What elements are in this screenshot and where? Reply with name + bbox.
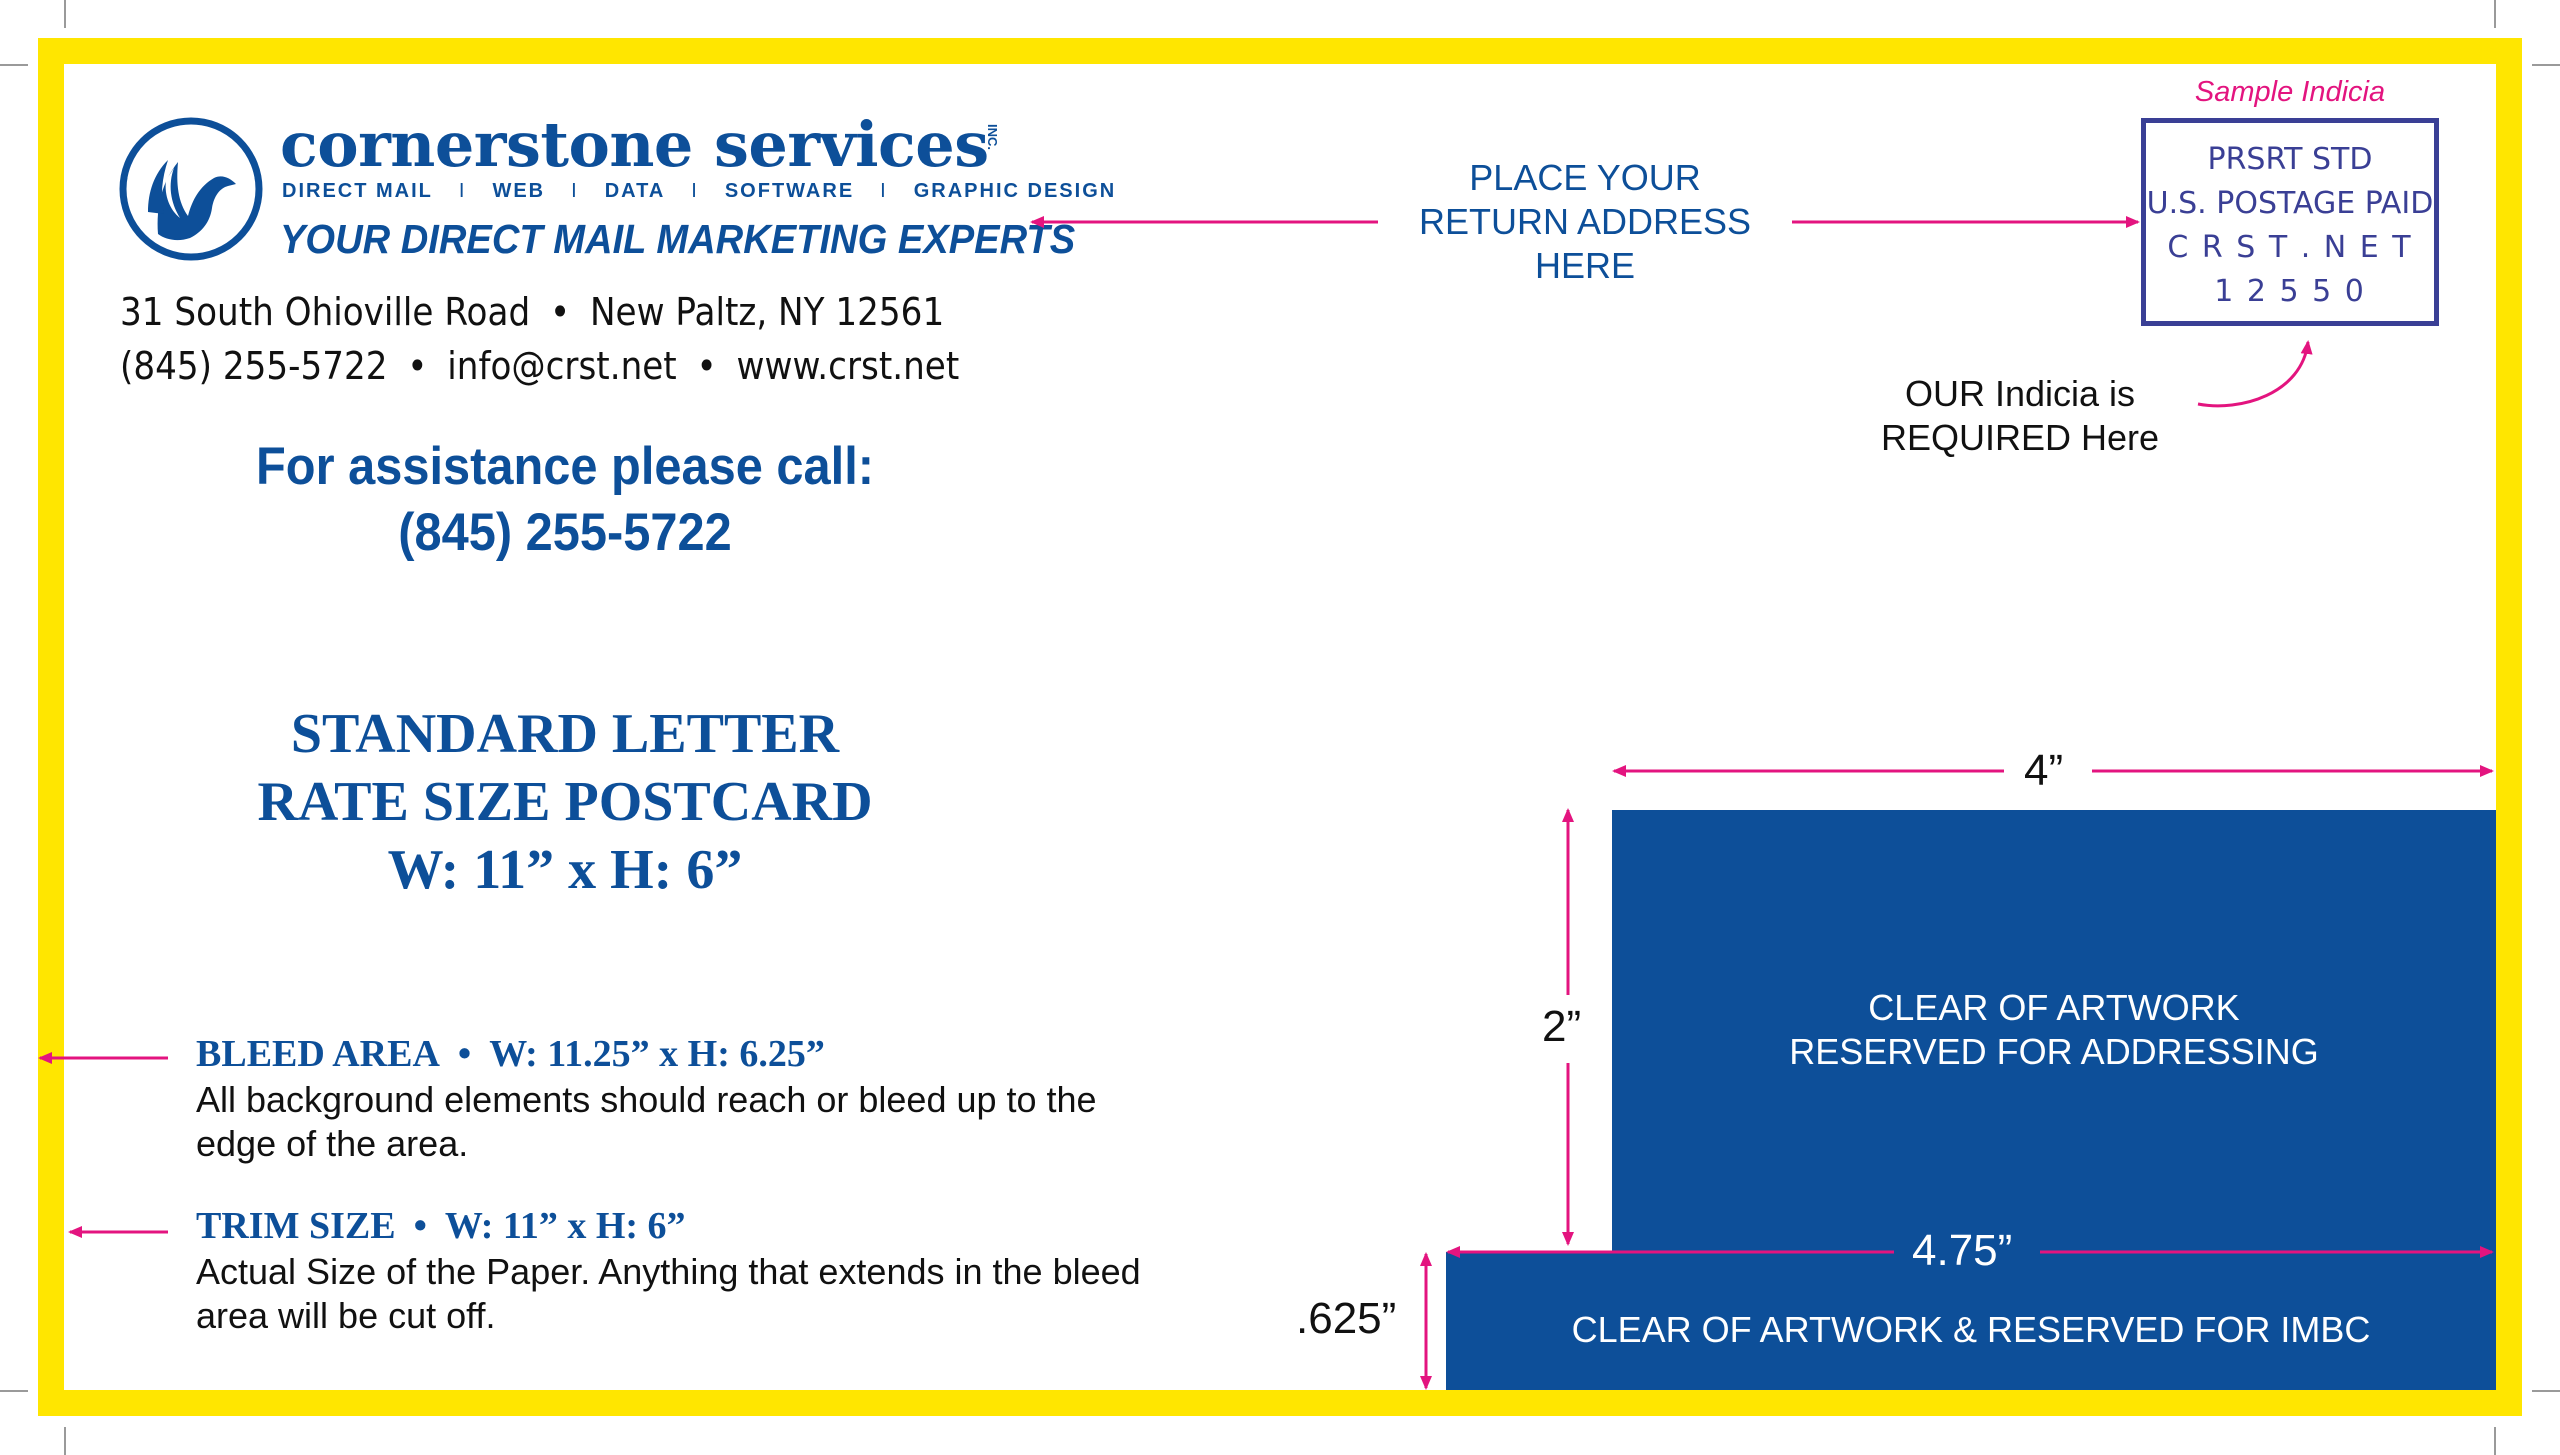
bullet: • xyxy=(407,344,428,388)
bleed-size: W: 11.25” x H: 6.25” xyxy=(489,1033,825,1075)
return-address-line-1: PLACE YOUR xyxy=(1469,157,1701,198)
indicia-line-2: U.S. POSTAGE PAID xyxy=(2146,186,2434,221)
service-web: WEB xyxy=(492,180,546,202)
indicia-note: OUR Indicia is REQUIRED Here xyxy=(1860,372,2180,460)
service-separator: I xyxy=(691,180,699,202)
dimension-height-imbc: .625” xyxy=(1296,1294,1397,1343)
dimension-width-imbc: 4.75” xyxy=(1912,1226,2013,1275)
dimension-height-address: 2” xyxy=(1528,1002,1596,1052)
crop-mark xyxy=(64,0,66,28)
service-separator: I xyxy=(571,180,579,202)
crop-mark xyxy=(2532,64,2560,66)
company-address-line: 31 South Ohioville Road • New Paltz, NY 12… xyxy=(120,290,944,334)
service-data: DATA xyxy=(604,180,666,202)
service-software: SOFTWARE xyxy=(724,180,855,202)
street-address: 31 South Ohioville Road xyxy=(120,290,531,334)
crop-mark xyxy=(64,1427,66,1455)
company-contact-line: (845) 255-5722 • info@crst.net • www.crst.ne… xyxy=(120,344,959,388)
trim-label: TRIM SIZE xyxy=(196,1205,396,1247)
indicia-curved-arrow xyxy=(2197,340,2313,408)
email-address[interactable]: info@crst.net xyxy=(447,344,677,388)
service-graphic-design: GRAPHIC DESIGN xyxy=(913,180,1117,202)
crop-mark xyxy=(0,64,28,66)
bullet: • xyxy=(696,344,717,388)
title-line-3: W: 11” x H: 6” xyxy=(387,839,743,901)
address-zone-line-1: CLEAR OF ARTWORK xyxy=(1868,987,2240,1028)
bleed-label: BLEED AREA xyxy=(196,1033,440,1075)
company-tagline: YOUR DIRECT MAIL MARKETING EXPERTS xyxy=(280,216,1076,262)
crop-mark xyxy=(2494,0,2496,28)
return-address-placeholder: PLACE YOUR RETURN ADDRESS HERE xyxy=(1400,156,1770,288)
eagle-logo-icon xyxy=(119,117,263,261)
crop-mark xyxy=(2494,1427,2496,1455)
phone-number: (845) 255-5722 xyxy=(120,344,388,388)
imbc-zone-text: CLEAR OF ARTWORK & RESERVED FOR IMBC xyxy=(1571,1309,2371,1350)
bleed-area-heading: BLEED AREA • W: 11.25” x H: 6.25” xyxy=(196,1032,825,1076)
trim-size: W: 11” x H: 6” xyxy=(444,1205,686,1247)
service-separator: I xyxy=(458,180,467,202)
return-address-line-2: RETURN ADDRESS xyxy=(1418,201,1752,242)
indicia-line-3: C R S T . N E T xyxy=(2167,230,2413,265)
company-inc: INC. xyxy=(985,124,1000,150)
company-services: DIRECT MAIL I WEB I DATA I SOFTWARE I GRAPHIC DE… xyxy=(282,180,1116,203)
address-zone-line-2: RESERVED FOR ADDRESSING xyxy=(1789,1031,2319,1072)
trim-size-description: Actual Size of the Paper. Anything that … xyxy=(196,1251,1141,1336)
trim-size-heading: TRIM SIZE • W: 11” x H: 6” xyxy=(196,1204,686,1248)
bullet: • xyxy=(457,1033,472,1075)
assistance-heading: For assistance please call: xyxy=(256,437,874,496)
crop-mark xyxy=(0,1390,28,1392)
indicia-box: PRSRT STD U.S. POSTAGE PAID C R S T . N … xyxy=(2141,118,2439,326)
city-state-zip: New Paltz, NY 12561 xyxy=(589,290,945,334)
sample-indicia-label: Sample Indicia xyxy=(2194,76,2386,108)
address-clear-zone: CLEAR OF ARTWORK RESERVED FOR ADDRESSING xyxy=(1612,810,2496,1256)
company-name: cornerstone services xyxy=(280,108,989,181)
crop-mark xyxy=(2532,1390,2560,1392)
imbc-clear-zone: CLEAR OF ARTWORK & RESERVED FOR IMBC xyxy=(1446,1252,2496,1390)
assistance-phone: (845) 255-5722 xyxy=(398,503,732,562)
title-line-1: STANDARD LETTER xyxy=(290,703,840,765)
service-direct-mail: DIRECT MAIL xyxy=(282,180,433,202)
bleed-area-description: All background elements should reach or … xyxy=(196,1079,1097,1164)
indicia-note-line-1: OUR Indicia is xyxy=(1904,373,2136,414)
return-address-line-3: HERE xyxy=(1534,245,1636,286)
indicia-note-line-2: REQUIRED Here xyxy=(1880,417,2160,458)
bullet: • xyxy=(549,290,571,334)
dimension-width-address: 4” xyxy=(2010,746,2078,796)
trim-frame xyxy=(38,38,2522,1416)
website-link[interactable]: www.crst.net xyxy=(736,344,960,388)
title-line-2: RATE SIZE POSTCARD xyxy=(257,771,873,833)
indicia-line-1: PRSRT STD xyxy=(2207,142,2373,177)
indicia-line-4: 1 2 5 5 0 xyxy=(2214,274,2366,309)
postcard-title: STANDARD LETTER RATE SIZE POSTCARD W: 11… xyxy=(145,700,985,904)
bullet: • xyxy=(413,1205,427,1247)
service-separator: I xyxy=(880,180,888,202)
